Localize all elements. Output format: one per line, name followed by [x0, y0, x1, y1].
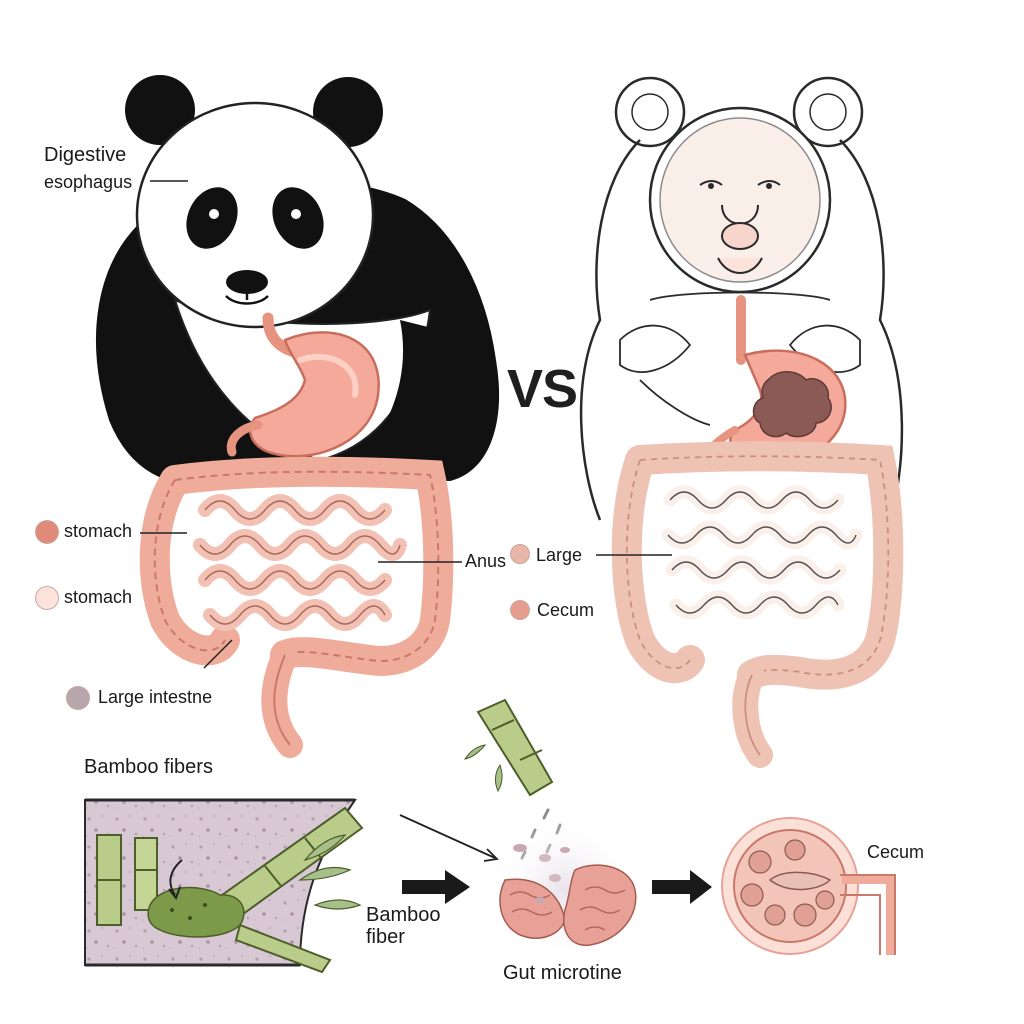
label-esophagus: esophagus — [44, 172, 133, 192]
legend-dot-stomach-light — [35, 586, 59, 610]
bamboo-digestion-panel — [84, 798, 364, 974]
panda-ear-left — [125, 75, 195, 145]
label-bamboo-fibers: Bamboo fibers — [84, 756, 213, 778]
panda-head — [135, 101, 375, 329]
panda-arm-left — [120, 320, 215, 480]
label-large: Large — [536, 545, 583, 565]
panda-nose — [226, 270, 268, 294]
label-stomach-2: stomach — [64, 587, 133, 607]
cecum-closeup — [721, 817, 896, 955]
label-bamboo-fiber-2: fiber — [366, 926, 405, 948]
label-cecum-closeup: Cecum — [867, 842, 925, 862]
bamboo-pulp — [147, 886, 245, 938]
bear-ear-left — [614, 76, 686, 148]
bear-small-intestine — [661, 485, 863, 620]
panda-arm-right — [360, 320, 452, 485]
process-arrow — [652, 870, 712, 904]
bear-illustration — [579, 76, 904, 768]
panda-digestive-tract — [139, 312, 454, 758]
bamboo-stalk — [234, 923, 332, 974]
label-vs: VS — [507, 359, 578, 419]
label-large-intestine: Large intestne — [98, 687, 213, 707]
label-gut-microbiome: Gut microtine — [503, 962, 622, 984]
label-digestive: Digestive — [44, 144, 127, 166]
process-arrow — [402, 870, 470, 904]
bear-stomach-contents — [752, 371, 832, 438]
label-anus: Anus — [465, 551, 507, 571]
label-bamboo-fiber-1: Bamboo — [366, 904, 441, 926]
legend-dot-stomach-dark — [35, 520, 59, 544]
legend-dot-large-intestine — [66, 686, 90, 710]
panda-large-intestine — [139, 456, 454, 676]
panda-illustration — [96, 75, 499, 487]
gut-microbiome-cluster — [490, 815, 640, 965]
legend-dot-large — [510, 544, 530, 564]
label-cecum: Cecum — [537, 600, 595, 620]
label-stomach-1: stomach — [64, 521, 133, 541]
bear-ear-right — [792, 76, 864, 148]
bear-nose — [721, 222, 759, 250]
bear-body-outline — [579, 139, 904, 521]
legend-dot-cecum — [510, 600, 530, 620]
bamboo-stalk — [134, 837, 158, 911]
